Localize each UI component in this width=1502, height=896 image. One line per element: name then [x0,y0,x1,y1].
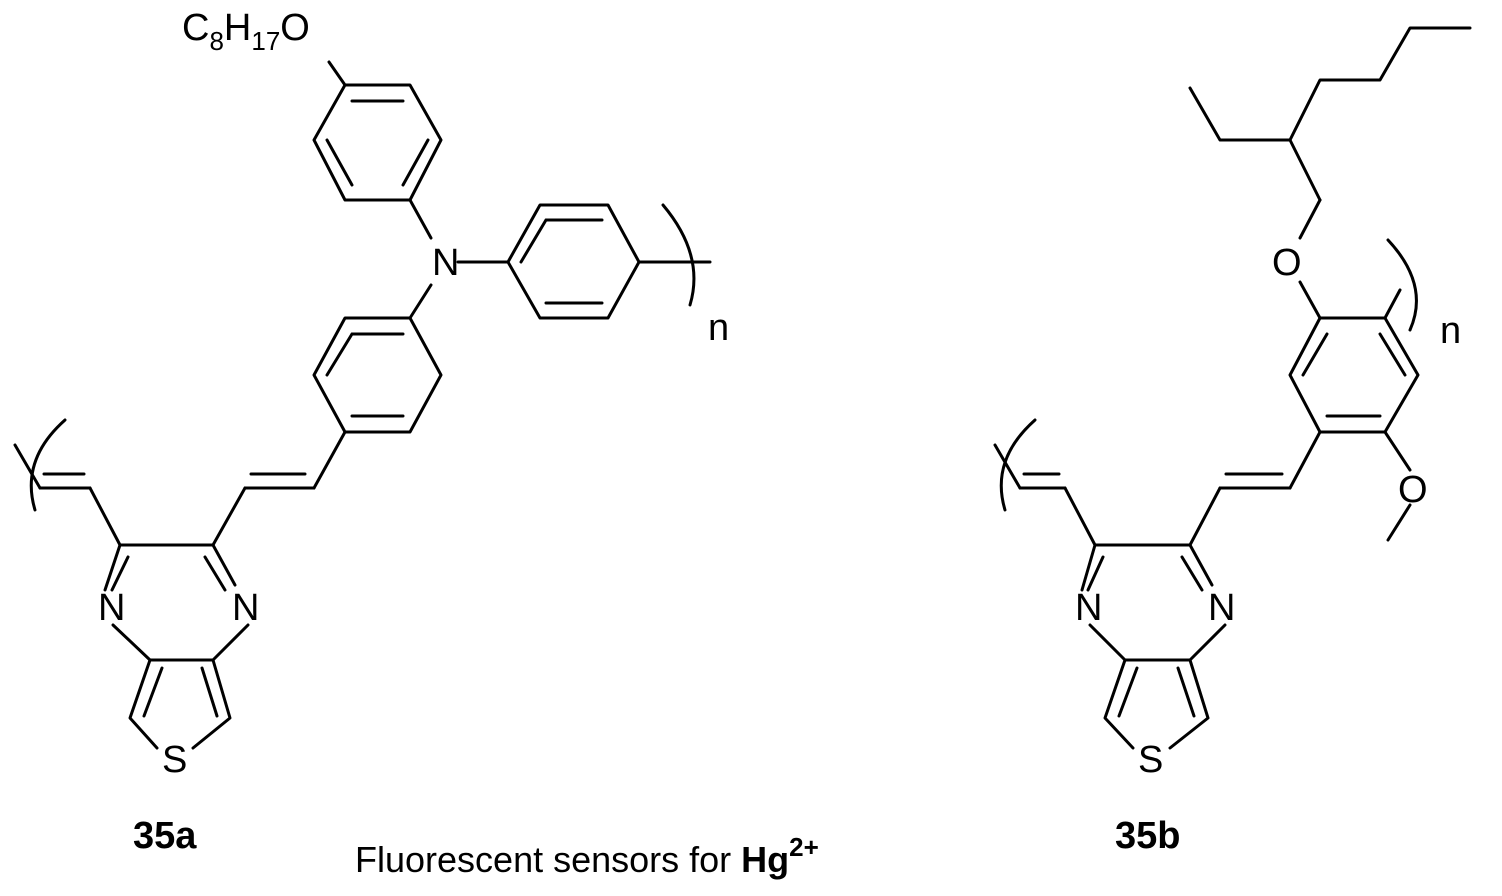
thiophene-sulfur-label: S [1138,739,1163,781]
caption-ion: Hg [741,839,789,880]
figure-caption: Fluorescent sensors for Hg2+ [355,832,819,880]
structure-35a: C8H17O N n N N S 35a [13,7,729,857]
pyrazine-nitrogen-left-label: N [1075,587,1102,629]
methoxy-oxygen-label: O [1398,469,1428,511]
compound-label-35a: 35a [133,815,197,857]
bonds-35a [13,60,712,750]
substituent-octyloxy: C8H17O [182,7,310,56]
caption-charge: 2+ [789,832,819,862]
caption-text: Fluorescent sensors for [355,839,741,880]
pyrazine-nitrogen-left-label: N [98,587,125,629]
pyrazine-nitrogen-right-label: N [1208,587,1235,629]
pyrazine-nitrogen-right-label: N [232,587,259,629]
bonds-35b [993,26,1472,750]
compound-label-35b: 35b [1115,815,1180,857]
structure-35b: O n O N N S 35b [993,26,1472,857]
repeat-index-label: n [1440,310,1461,352]
thiophene-sulfur-label: S [162,739,187,781]
ether-oxygen-label: O [1272,242,1302,284]
amine-nitrogen-label: N [432,242,459,284]
repeat-index-label: n [708,307,729,349]
